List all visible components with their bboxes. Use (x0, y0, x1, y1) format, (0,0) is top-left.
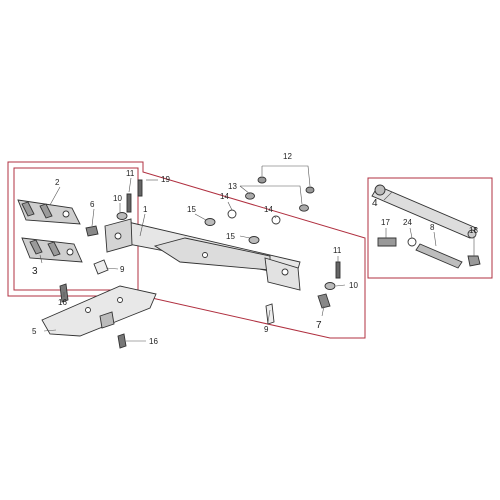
washer-13-b (299, 204, 309, 212)
bolt-11-right (335, 261, 341, 279)
bolt-11-left (126, 193, 132, 213)
callout-10-left: 10 (113, 194, 122, 203)
ring-14-b (271, 215, 281, 225)
left-group-frame (7, 161, 366, 339)
callout-4: 4 (372, 198, 378, 209)
callout-3: 3 (32, 266, 38, 277)
washer-13-a (245, 192, 255, 200)
main-stand-frame (104, 218, 301, 291)
callout-9-center: 9 (264, 325, 269, 334)
callout-15-a: 15 (187, 205, 196, 214)
washer-24 (407, 237, 417, 247)
callout-14-b: 14 (264, 205, 273, 214)
pin-9-left (93, 259, 109, 275)
skid-plate (41, 285, 157, 337)
callout-6: 6 (90, 200, 95, 209)
callout-5: 5 (32, 327, 37, 336)
callout-18: 18 (469, 226, 478, 235)
nut-12-b (305, 186, 315, 194)
nut-18 (467, 255, 481, 267)
washer-15-a (204, 218, 216, 226)
callout-19: 19 (161, 175, 170, 184)
side-stand-4 (371, 184, 477, 239)
callout-12: 12 (283, 152, 292, 161)
spring-8 (415, 243, 463, 269)
callout-1: 1 (143, 205, 148, 214)
callout-14-a: 14 (220, 192, 229, 201)
bolt-19 (137, 179, 143, 197)
spring-7 (317, 293, 331, 309)
washer-10-left (116, 212, 128, 220)
callout-11-right: 11 (333, 246, 342, 255)
callout-16-upper: 16 (58, 298, 67, 307)
footrest-upper (17, 199, 81, 225)
callout-11-left: 11 (126, 169, 135, 178)
callout-24: 24 (403, 218, 412, 227)
callout-16-lower: 16 (149, 337, 158, 346)
callout-7: 7 (316, 320, 322, 331)
footrest-lower (21, 237, 83, 263)
callout-9-left: 9 (120, 265, 125, 274)
spring-6 (85, 225, 99, 237)
washer-15-b (248, 236, 260, 244)
callout-15-b: 15 (226, 232, 235, 241)
washer-10-right (324, 282, 336, 290)
callout-8: 8 (430, 223, 435, 232)
leader-lines (39, 165, 475, 342)
pin-9-center (265, 303, 275, 325)
callout-13: 13 (228, 182, 237, 191)
callout-17: 17 (381, 218, 390, 227)
right-group-frame (367, 177, 493, 279)
bolt-16-lower (117, 333, 127, 349)
callout-2: 2 (55, 178, 60, 187)
callout-10-right: 10 (349, 281, 358, 290)
nut-12-a (257, 176, 267, 184)
ring-14-a (227, 209, 237, 219)
bolt-17 (377, 237, 397, 247)
